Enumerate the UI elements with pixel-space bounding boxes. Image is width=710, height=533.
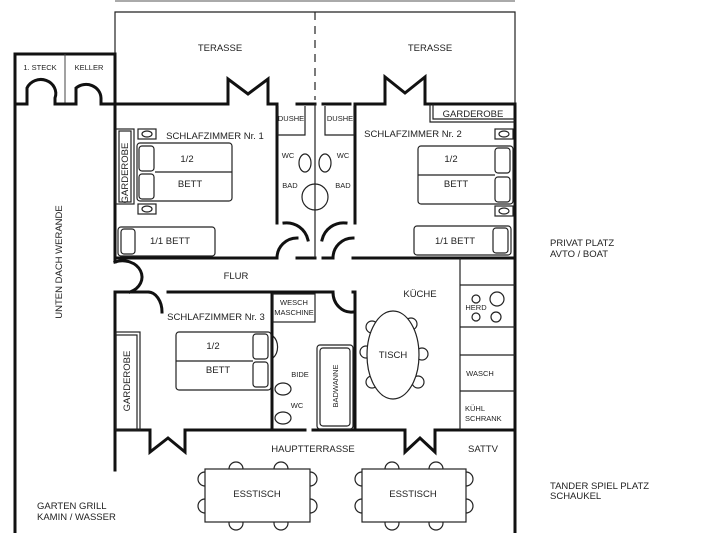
label-keller: KELLER (75, 63, 104, 72)
label-bed-bett-3: BETT (206, 365, 230, 376)
label-sattv: SATTV (468, 444, 499, 455)
label-badwanne: BADWANNE (331, 364, 340, 407)
label-bed-single-1: 1/1 BETT (150, 236, 190, 247)
label-wc-left: WC (282, 151, 295, 160)
terrace-outline (114, 11, 516, 104)
label-garderobe-2: GARDEROBE (443, 109, 504, 120)
label-wasch: WASCH (466, 369, 494, 378)
label-dushe-right: DUSHE (327, 114, 353, 123)
label-bed-single-2: 1/1 BETT (435, 236, 475, 247)
label-werande: UNTEN DACH WERANDE (54, 205, 65, 318)
label-tisch: TISCH (379, 350, 408, 361)
label-spiel-1: TANDER SPIEL PLATZ (550, 481, 649, 492)
door-arcs (113, 221, 355, 314)
label-dushe-left: DUSHE (278, 114, 304, 123)
label-wc-right: WC (337, 151, 350, 160)
annex-walls (13, 52, 117, 533)
kitchen-furniture (359, 284, 515, 400)
label-schlafzimmer-2: SCHLAFZIMMER Nr. 2 (364, 129, 462, 140)
label-bed-half-2: 1/2 (444, 154, 457, 165)
room3-furniture (115, 293, 354, 431)
label-flur: FLUR (224, 271, 249, 282)
label-bide: BIDE (291, 370, 309, 379)
house-walls (113, 73, 517, 533)
bathroom-furniture (277, 106, 355, 211)
label-garderobe-3: GARDEROBE (122, 351, 133, 412)
label-bed-bett-1: BETT (178, 179, 202, 190)
label-wesch: WESCH (280, 298, 308, 307)
label-steck: 1. STECK (23, 63, 56, 72)
label-privat-2: AVTO / BOAT (550, 249, 608, 260)
label-grill-1: GARTEN GRILL (37, 501, 107, 512)
label-terasse-left: TERASSE (198, 43, 242, 54)
label-maschine: MASCHINE (274, 308, 314, 317)
label-wc-3: WC (291, 401, 304, 410)
label-kuehl: KÜHL (465, 404, 485, 413)
label-bed-half-3: 1/2 (206, 341, 219, 352)
room2-furniture (413, 104, 515, 256)
labels: TERASSE TERASSE 1. STECK KELLER UNTEN DA… (23, 43, 649, 523)
dining-tables (197, 461, 474, 531)
label-schlafzimmer-3: SCHLAFZIMMER Nr. 3 (167, 312, 265, 323)
label-terasse-right: TERASSE (408, 43, 452, 54)
label-garderobe-1: GARDEROBE (120, 143, 131, 204)
label-bed-half-1: 1/2 (180, 154, 193, 165)
label-schrank: SCHRANK (465, 414, 502, 423)
label-herd: HERD (465, 303, 487, 312)
label-esstisch-right: ESSTISCH (389, 489, 437, 500)
label-schlafzimmer-1: SCHLAFZIMMER Nr. 1 (166, 131, 264, 142)
label-grill-2: KAMIN / WASSER (37, 512, 116, 523)
room1-furniture (115, 128, 233, 257)
label-privat-1: PRIVAT PLATZ (550, 238, 614, 249)
label-kueche: KÜCHE (403, 289, 436, 300)
label-spiel-2: SCHAUKEL (550, 491, 601, 502)
label-bad-right: BAD (335, 181, 351, 190)
label-bed-bett-2: BETT (444, 179, 468, 190)
label-bad-left: BAD (282, 181, 298, 190)
label-hauptterrasse: HAUPTTERRASSE (271, 444, 354, 455)
label-esstisch-left: ESSTISCH (233, 489, 281, 500)
